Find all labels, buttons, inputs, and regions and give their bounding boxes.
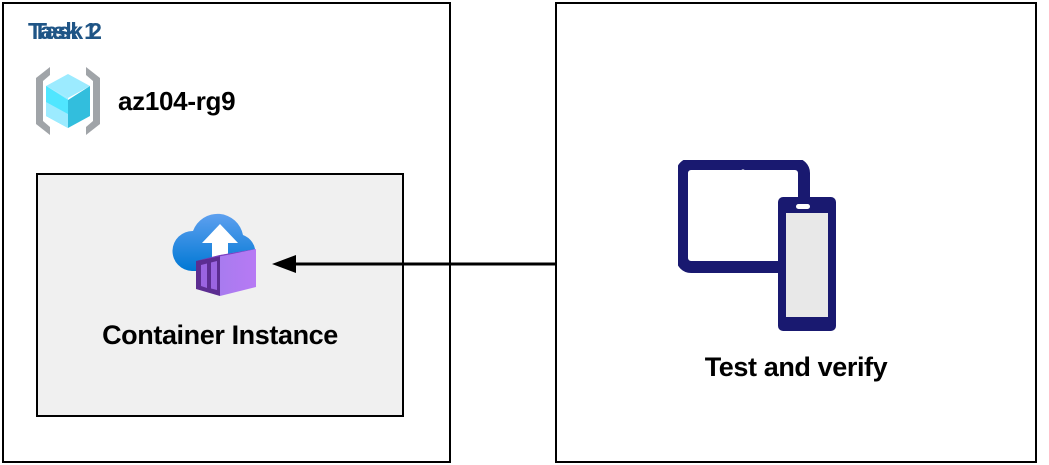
resource-group-name: az104-rg9 [118,85,236,116]
container-instance-card: Container Instance [36,173,404,417]
task-2-heading: Task 2 [33,18,102,44]
task-1-heading: Task 1 [28,18,97,44]
tablet-and-phone-icon [678,160,836,331]
resource-group-row: az104-rg9 [30,62,236,140]
container-instance-label: Container Instance [102,320,338,350]
azure-container-instance-icon [172,213,256,296]
test-and-verify-label: Test and verify [704,352,888,382]
azure-resource-group-icon [36,67,100,135]
